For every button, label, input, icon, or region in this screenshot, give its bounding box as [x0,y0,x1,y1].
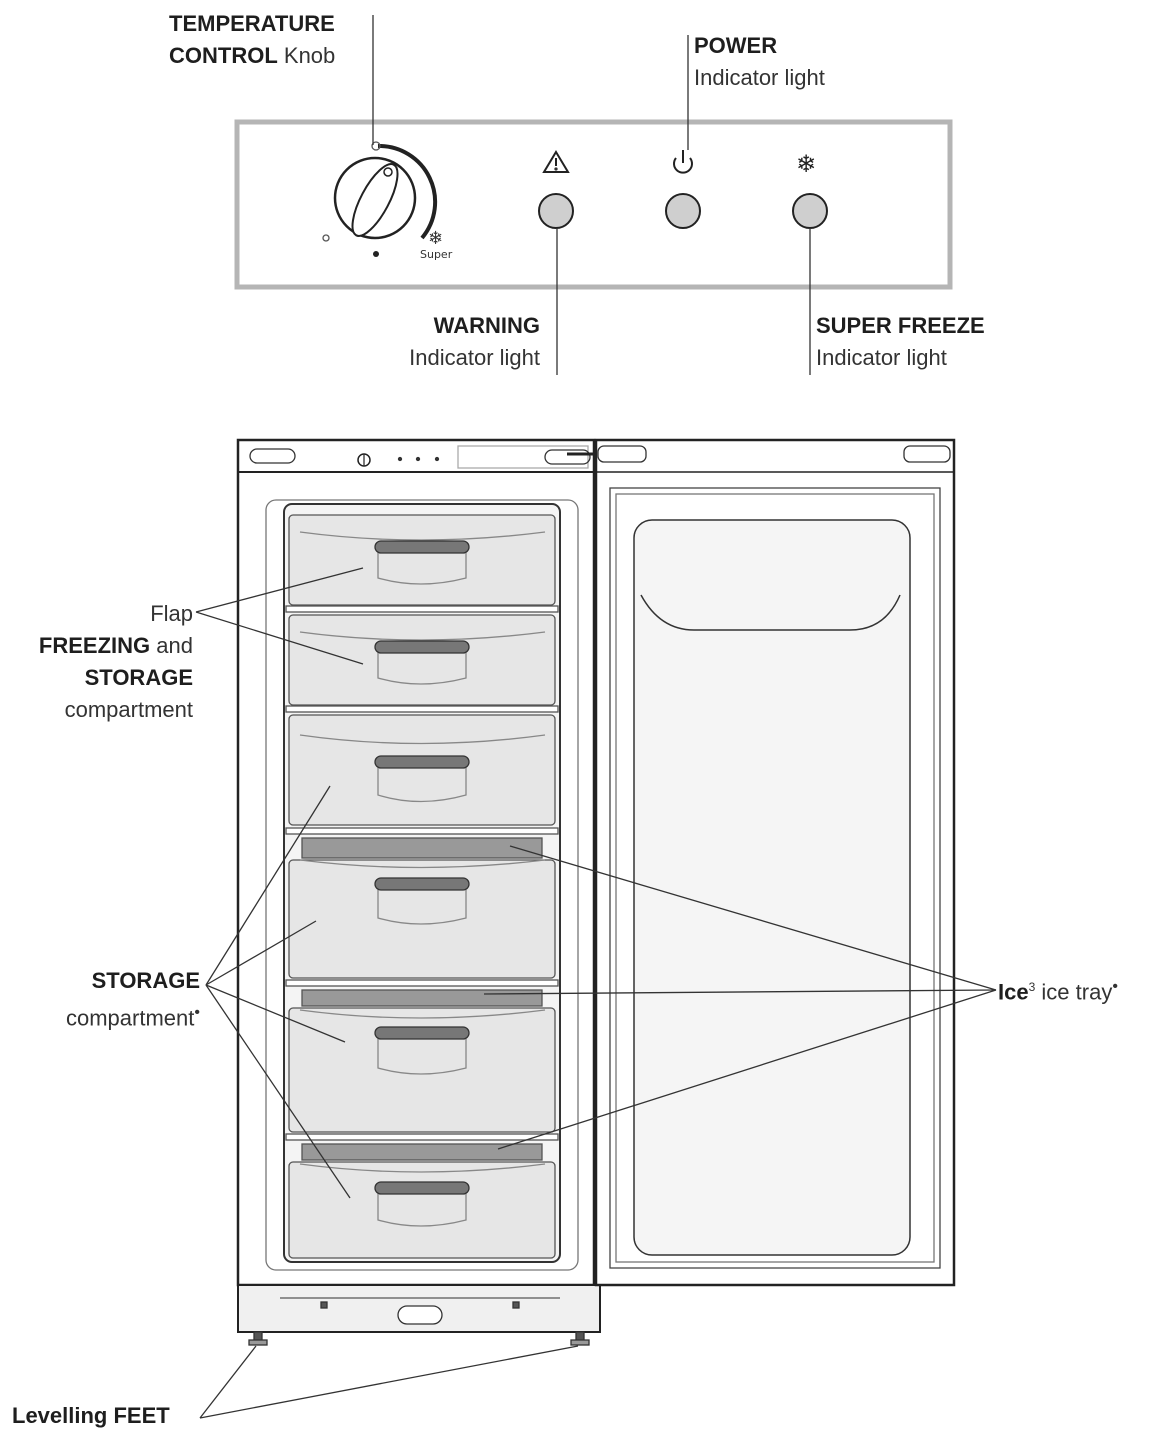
drawer-6 [288,1161,556,1259]
power-light [665,193,701,229]
temperature-control-bold2: CONTROL [169,43,278,68]
power-icon [673,150,693,174]
freezing-storage-label: FREEZING and STORAGE compartment [39,630,193,726]
warning-icon [542,150,570,173]
super-freeze-normal: Indicator light [816,345,947,370]
freezer-door [594,438,956,1287]
temperature-knob [322,141,438,257]
freezing-and: and [156,633,193,658]
ice-tray-bold: Ice [998,979,1029,1005]
drawer-1 [288,514,556,606]
storage-compartment-marker: • [194,1004,200,1021]
storage-compartment-label: STORAGE compartment• [66,965,200,1034]
storage-bold: STORAGE [84,665,193,690]
power-normal: Indicator light [694,65,825,90]
drawer-4 [288,859,556,979]
snowflake-icon: ❄ [796,150,816,178]
power-bold: POWER [694,33,778,58]
ice-tray-2 [301,989,543,1007]
levelling-feet-label: Levelling FEET [12,1400,170,1432]
ice-tray-label: Ice3 ice tray• [998,971,1118,1008]
ice-tray-3 [301,1143,543,1161]
drawer-5 [288,1007,556,1133]
super-freeze-light [792,193,828,229]
drawer-2 [288,614,556,706]
ice-tray-marker: • [1112,978,1118,995]
super-freeze-label: SUPER FREEZE Indicator light [816,310,985,374]
power-label: POWER Indicator light [694,30,825,94]
temperature-control-bold1: TEMPERATURE [169,11,335,36]
freezing-storage-normal: compartment [64,697,193,722]
temperature-control-normal: Knob [283,43,336,68]
levelling-feet-bold: Levelling FEET [12,1403,170,1428]
ice-tray-sup: 3 [1028,980,1036,994]
super-freeze-bold: SUPER FREEZE [816,313,985,338]
knob-super-label: Super [420,248,453,261]
knob-snowflake-icon: ❄ [428,228,443,249]
callout-lines [195,567,997,1419]
flap-normal: Flap [150,601,193,626]
warning-light [538,193,574,229]
warning-normal: Indicator light [409,345,540,370]
storage-compartment-normal: compartment [66,1005,195,1031]
freezing-bold: FREEZING [38,633,151,658]
temperature-control-label: TEMPERATURE CONTROL Knob [169,8,335,72]
warning-bold: WARNING [433,313,540,338]
control-panel: Super ❄ ❄ [234,119,953,290]
levelling-foot-right [570,1331,590,1346]
flap-label: Flap [150,598,193,630]
drawer-3 [288,714,556,826]
levelling-foot-left [248,1331,268,1346]
freezer-body [236,438,630,1346]
warning-label: WARNING Indicator light [409,310,540,374]
ice-tray-normal: ice tray [1041,979,1113,1005]
storage-compartment-bold: STORAGE [91,968,200,993]
ice-tray-1 [301,837,543,859]
